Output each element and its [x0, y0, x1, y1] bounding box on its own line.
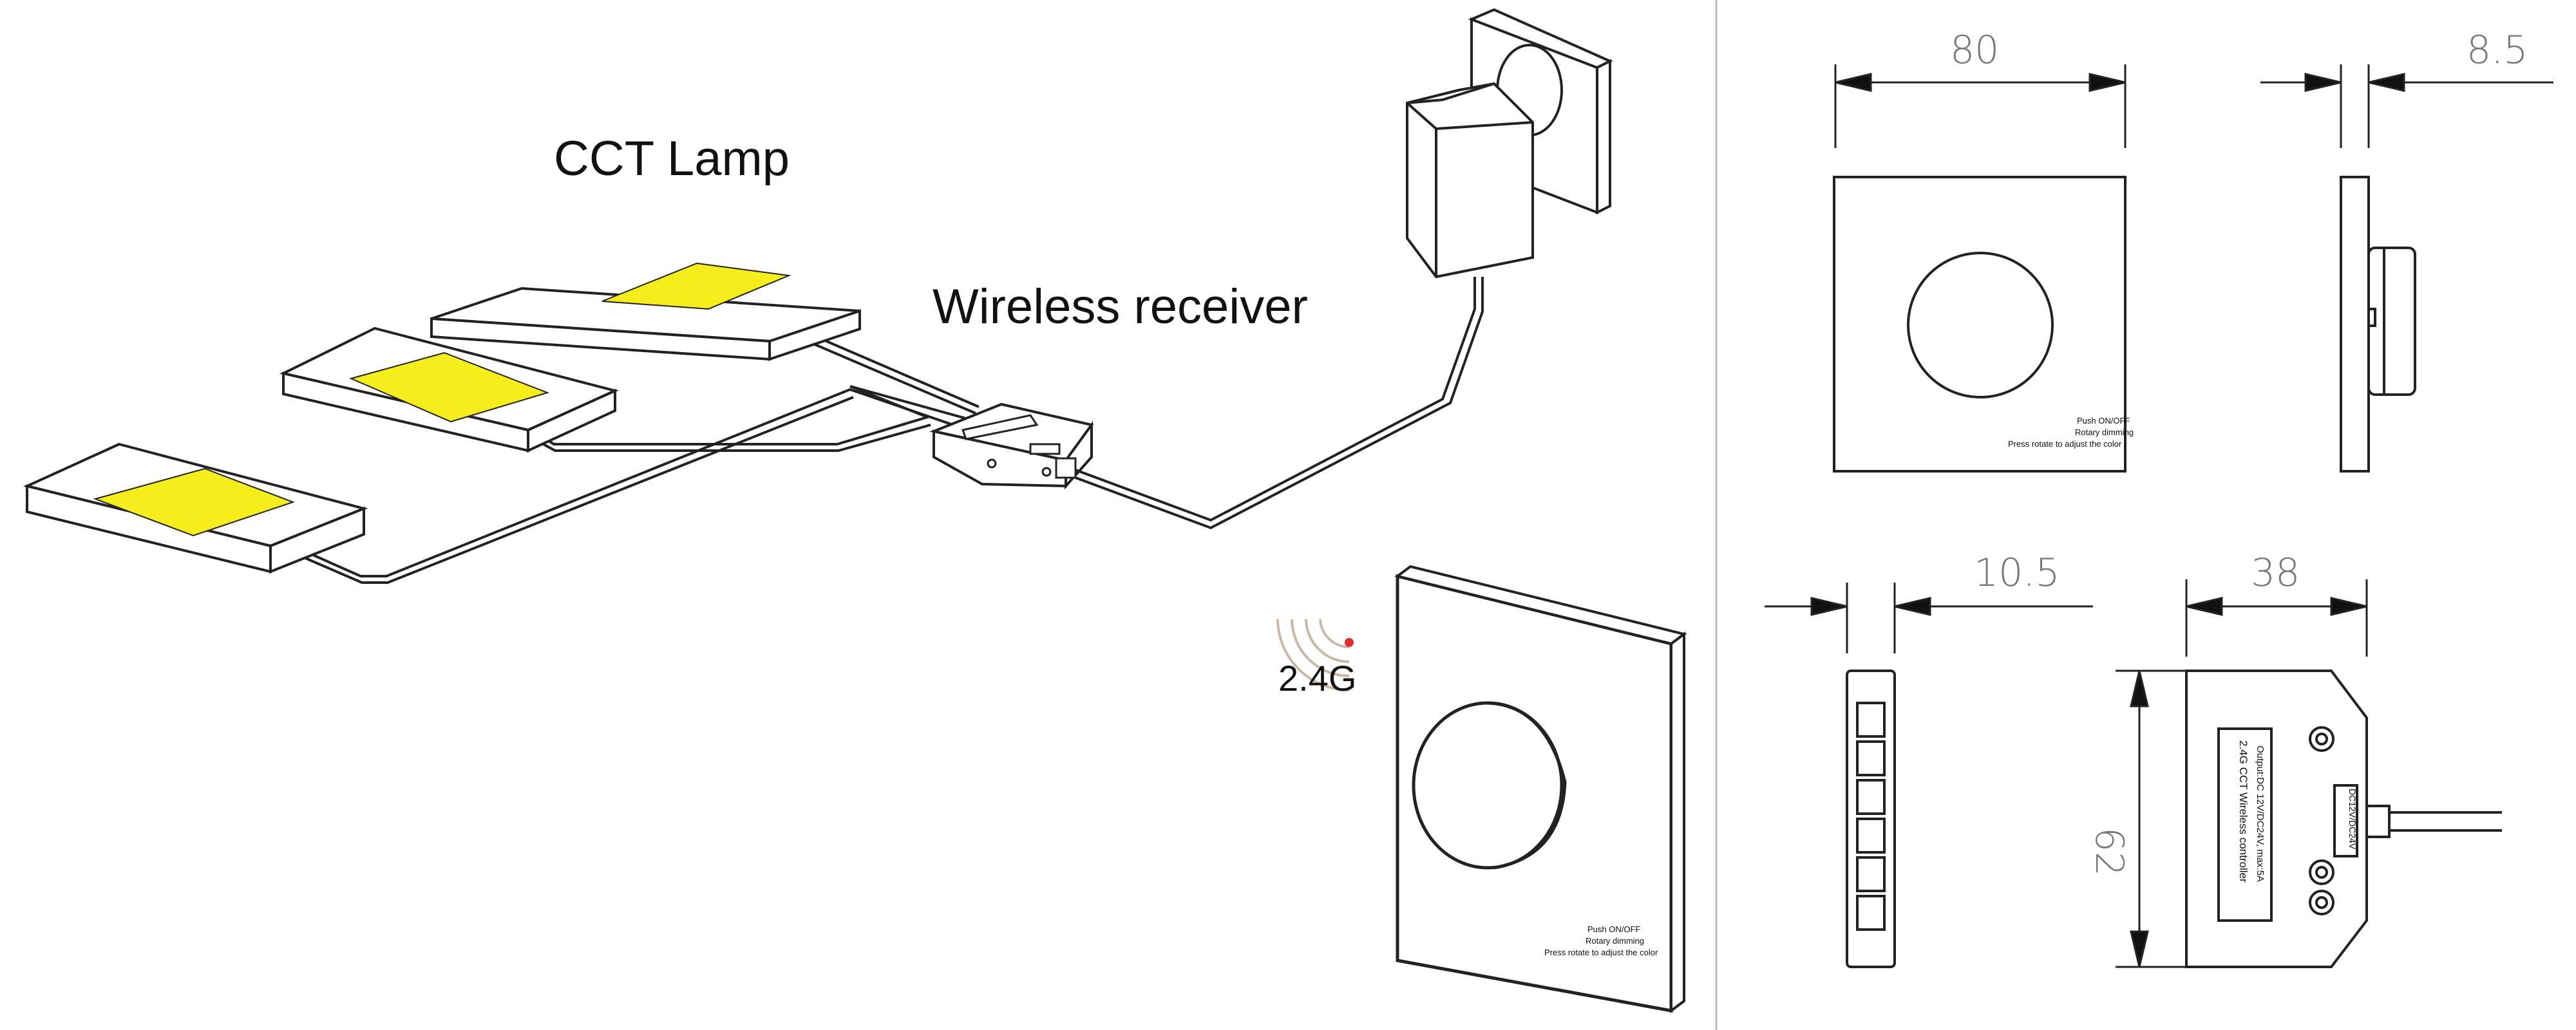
- connector-port: [1856, 856, 1886, 892]
- receiver-label-line-2: Output:DC 12V/DC24V, max:5A: [2255, 745, 2266, 882]
- panel-text-line-3: Press rotate to adjust the color: [1544, 948, 1658, 957]
- cct-lamp-1: [23, 442, 368, 574]
- receiver-input-label: DC12V/DC24V: [2347, 789, 2358, 850]
- dimension-lines: [1765, 64, 2553, 968]
- connector-port: [1856, 895, 1886, 931]
- panel-text-line-2: Rotary dimming: [1586, 936, 1644, 946]
- dim-panel-width: 80: [1950, 28, 1999, 73]
- signal-icon: [1276, 619, 1350, 691]
- front-text-line-3: Press rotate to adjust the color: [2008, 439, 2122, 449]
- dim-panel-depth: 8.5: [2467, 28, 2528, 73]
- cct-lamp-2: [279, 326, 619, 453]
- panel-front-view: [1833, 176, 2126, 473]
- knob-outline: [1907, 252, 2054, 398]
- product-label: [2217, 727, 2273, 922]
- dim-receiver-width: 38: [2251, 550, 2300, 595]
- receiver-label-line-1: 2.4G CCT Wireless controller: [2237, 740, 2249, 883]
- lamp-light-area: [93, 467, 295, 537]
- receiver-label: Wireless receiver: [933, 279, 1308, 334]
- connector-port: [1856, 779, 1886, 815]
- connector-port: [1856, 740, 1886, 776]
- signal-dot: [1345, 638, 1354, 647]
- cct-lamp-3: [430, 262, 861, 361]
- connector-port: [1856, 818, 1886, 854]
- panel-side-view: [2340, 176, 2416, 473]
- lamp-label: CCT Lamp: [554, 131, 790, 186]
- dim-receiver-thickness: 10.5: [1974, 550, 2060, 595]
- connector-port: [1856, 702, 1886, 738]
- dim-receiver-height: 62: [2087, 827, 2132, 876]
- power-adapter: [1075, 8, 1613, 530]
- signal-label: 2.4G: [1278, 658, 1356, 698]
- receiver-top-view: [2185, 670, 2502, 968]
- panel-text-line-1: Push ON/OFF: [1587, 924, 1640, 934]
- front-text-line-2: Rotary dimming: [2075, 427, 2134, 437]
- lamp-light-area: [601, 262, 791, 310]
- front-text-line-1: Push ON/OFF: [2077, 416, 2130, 426]
- lamp-light-area: [348, 351, 550, 423]
- input-label-box: [2333, 784, 2358, 857]
- wall-panel-perspective: [1394, 565, 1687, 1013]
- receiver-side-view: [1846, 670, 1896, 968]
- wireless-receiver: [929, 402, 1094, 490]
